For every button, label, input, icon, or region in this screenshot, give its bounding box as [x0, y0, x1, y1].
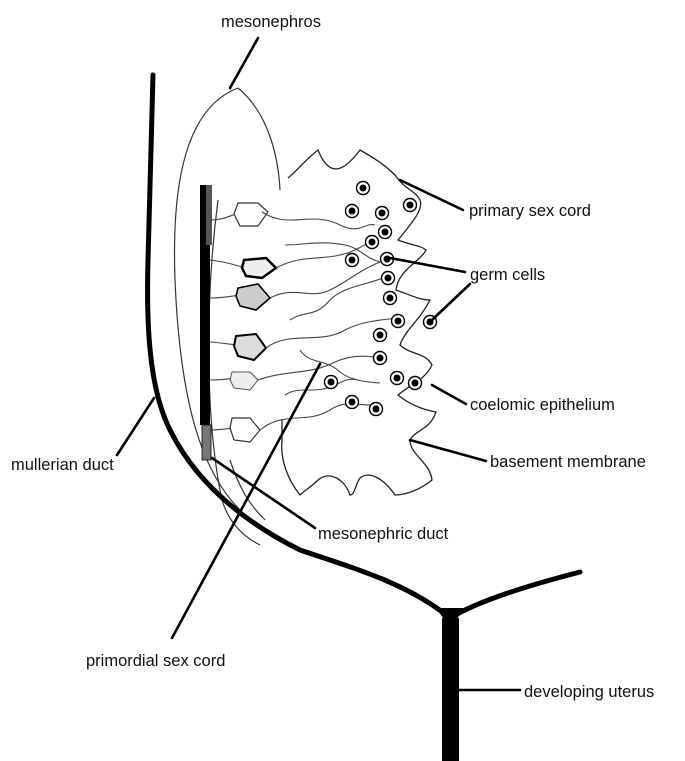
leader-coelomic-epithelium: [432, 385, 466, 404]
label-germ-cells: germ cells: [470, 266, 545, 284]
germ-cell: [409, 377, 422, 390]
germ-cell: [384, 292, 397, 305]
developing-uterus: [442, 618, 459, 761]
leader-mullerian-duct: [117, 398, 154, 455]
mullerian-duct-right-branch: [450, 572, 580, 618]
mesonephric-tubules: [210, 213, 246, 430]
label-mesonephric-duct: mesonephric duct: [318, 525, 449, 543]
germ-cell: [346, 205, 359, 218]
germ-cell: [366, 236, 379, 249]
germ-cell: [404, 199, 417, 212]
germ-cell: [379, 226, 392, 239]
germ-cell: [346, 254, 359, 267]
leader-germ-cells-2: [432, 284, 470, 320]
mesonephric-duct-lower: [202, 425, 211, 460]
mesonephric-duct-upper-texture: [206, 185, 212, 245]
germ-cell: [370, 403, 383, 416]
germ-cell: [357, 182, 370, 195]
germ-cell: [376, 207, 389, 220]
germ-cell: [374, 329, 387, 342]
glomeruli: [230, 203, 276, 442]
label-mesonephros: mesonephros: [221, 13, 321, 31]
germ-cell: [382, 272, 395, 285]
label-mullerian-duct: mullerian duct: [11, 456, 114, 474]
leader-basement-membrane: [410, 440, 486, 461]
uterus-junction: [436, 608, 465, 628]
label-developing-uterus: developing uterus: [524, 683, 654, 701]
germ-cell: [392, 315, 405, 328]
mesonephros-outline-right: [238, 88, 280, 190]
label-primordial-sex-cord: primordial sex cord: [86, 652, 225, 670]
germ-cell: [346, 396, 359, 409]
label-coelomic-epithelium: coelomic epithelium: [470, 396, 615, 414]
label-primary-sex-cord: primary sex cord: [469, 202, 591, 220]
germ-cell: [374, 352, 387, 365]
germ-cell: [325, 376, 338, 389]
label-basement-membrane: basement membrane: [490, 453, 646, 471]
leader-mesonephros: [230, 38, 258, 88]
germ-cell: [391, 372, 404, 385]
leader-primordial-sex-cord: [172, 364, 320, 638]
